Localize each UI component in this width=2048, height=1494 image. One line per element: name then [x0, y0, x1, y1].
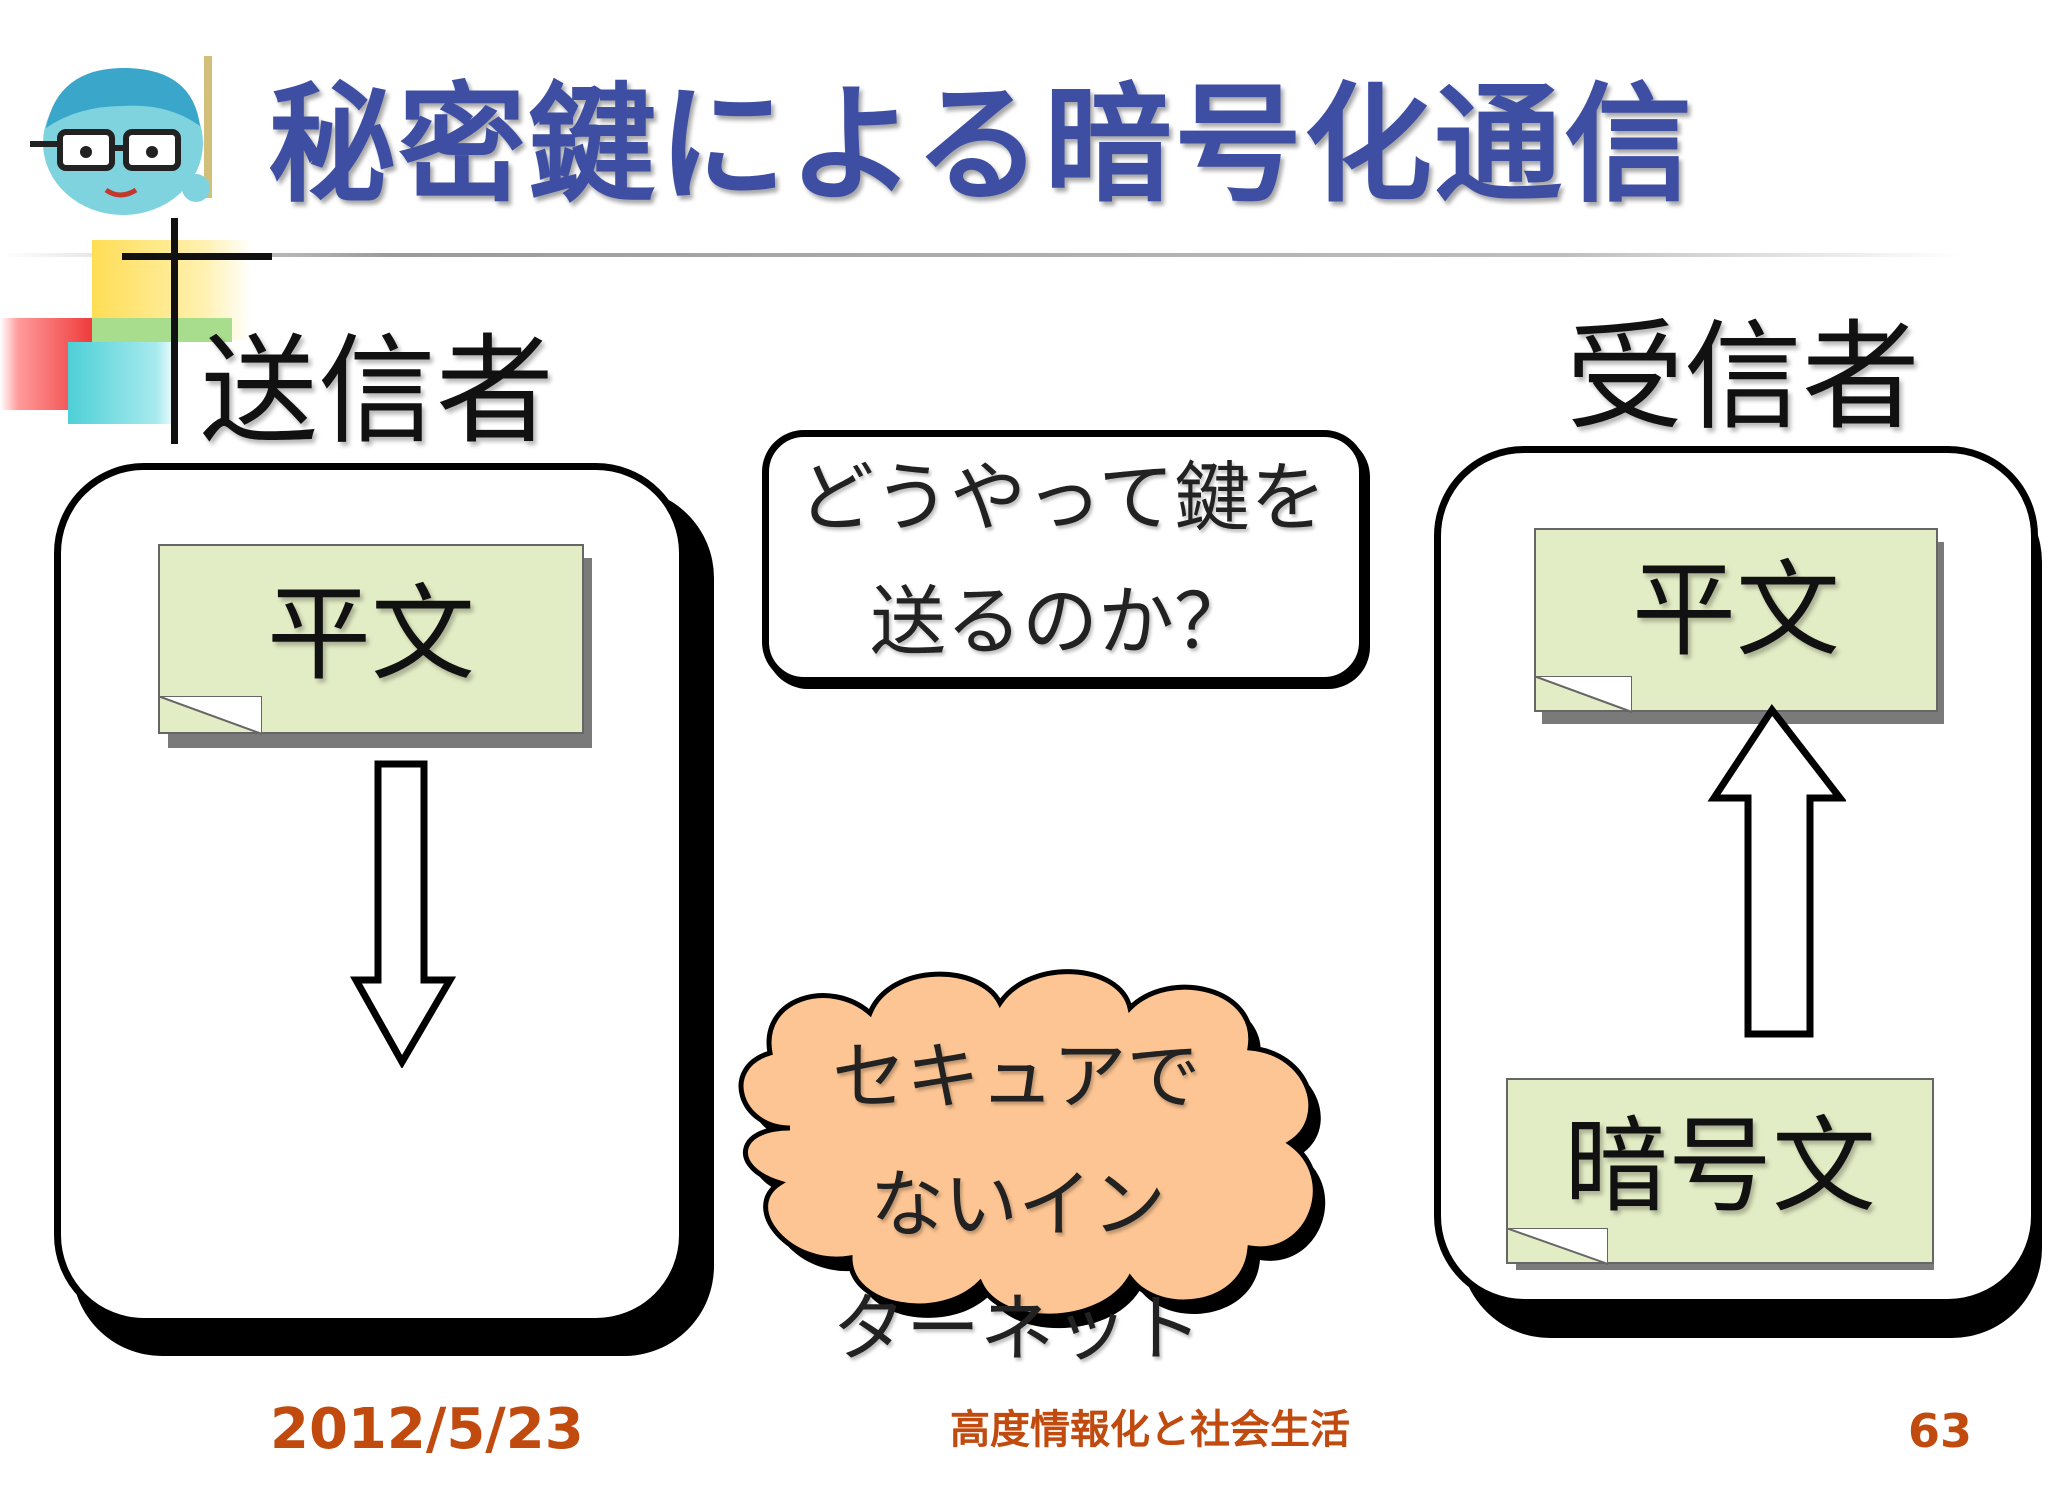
receiver-label: 受信者	[1566, 308, 1921, 446]
footer-date: 2012/5/23	[270, 1397, 584, 1462]
deco-vertical-line	[171, 218, 178, 444]
cloud-line-3: ターネット	[832, 1286, 1202, 1372]
sender-note-fold	[158, 696, 262, 736]
title-divider	[0, 253, 1960, 257]
receiver-plaintext-note: 平文	[1534, 528, 1938, 712]
deco-green-block	[92, 318, 232, 342]
insecure-internet-cloud-icon	[738, 969, 1326, 1329]
callout-line-1: どうやって鍵を	[798, 453, 1327, 542]
sender-plaintext-label: 平文	[266, 572, 475, 695]
deco-horizontal-line	[122, 253, 272, 260]
mascot-icon	[30, 56, 212, 215]
receiver-plaintext-note-fold	[1534, 676, 1632, 714]
receiver-plaintext-label: 平文	[1631, 548, 1840, 671]
footer-page-number: 63	[1908, 1404, 1973, 1458]
callout-line-2: 送るのか？	[870, 577, 1250, 666]
key-delivery-question-callout	[762, 430, 1366, 684]
sender-label: 送信者	[200, 322, 555, 460]
receiver-ciphertext-note-fold	[1506, 1228, 1608, 1266]
cloud-line-1: セキュアで	[832, 1034, 1201, 1120]
footer-course-title: 高度情報化と社会生活	[950, 1407, 1350, 1453]
receiver-ciphertext-label: 暗号文	[1563, 1104, 1876, 1227]
decrypt-arrow-up-icon	[1707, 704, 1846, 1038]
slide-title: 秘密鍵による暗号化通信	[268, 71, 1695, 220]
cloud-line-2: ないイン	[870, 1162, 1166, 1248]
receiver-ciphertext-note: 暗号文	[1506, 1078, 1934, 1264]
deco-cyan-block	[68, 342, 178, 424]
encrypt-arrow-down-icon	[350, 760, 457, 1068]
